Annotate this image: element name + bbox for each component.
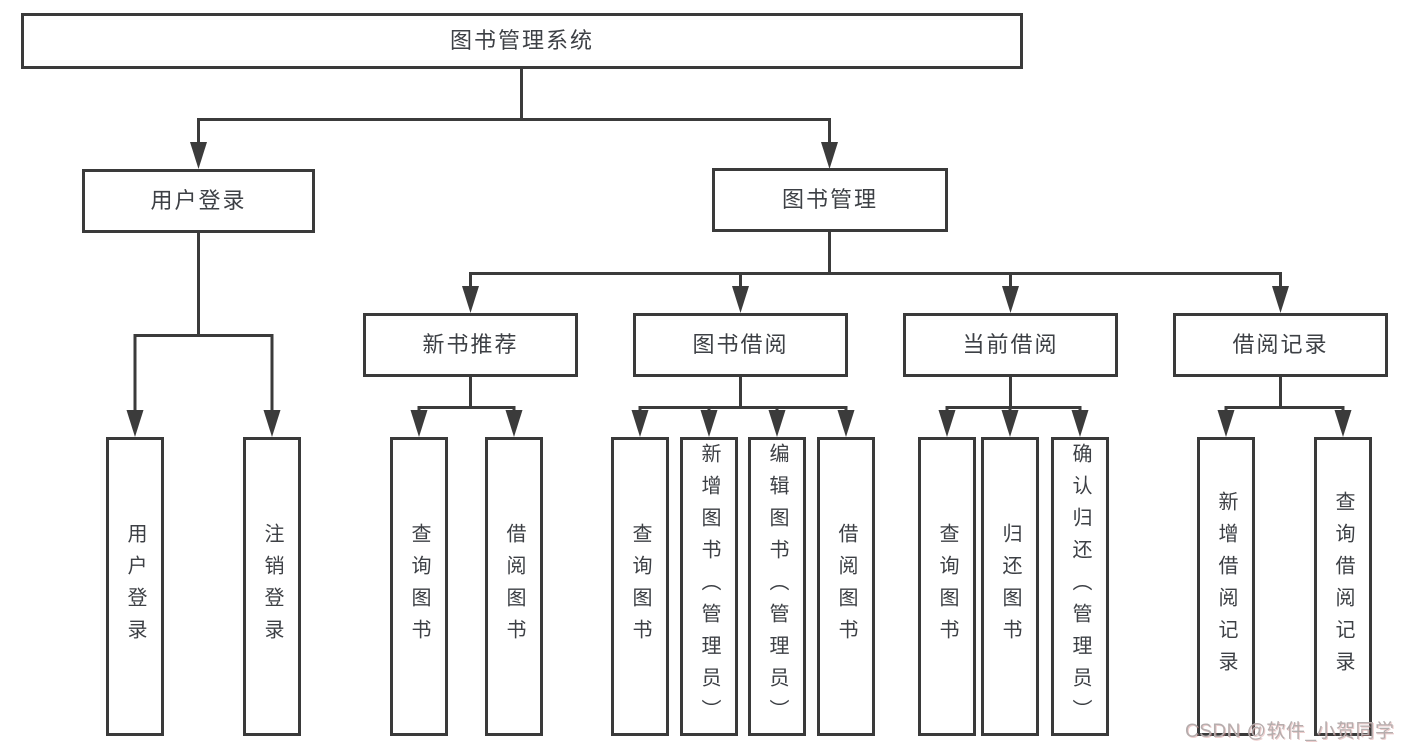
leaf-add-book-admin: 新增图书（管理员）	[680, 437, 738, 736]
node-borrowing-records: 借阅记录	[1173, 313, 1388, 377]
node-book-management: 图书管理	[712, 168, 948, 232]
leaf-user-login: 用户登录	[106, 437, 164, 736]
leaf-query-books-recommend: 查询图书	[390, 437, 448, 736]
leaf-borrow-books-recommend: 借阅图书	[485, 437, 543, 736]
leaf-return-book: 归还图书	[981, 437, 1039, 736]
leaf-add-borrow-record: 新增借阅记录	[1197, 437, 1255, 736]
node-current-borrowing: 当前借阅	[903, 313, 1118, 377]
watermark: CSDN @软件_小贺同学	[1185, 721, 1395, 742]
node-library-management-system: 图书管理系统	[21, 13, 1023, 69]
leaf-edit-book-admin: 编辑图书（管理员）	[748, 437, 806, 736]
leaf-confirm-return-admin: 确认归还（管理员）	[1051, 437, 1109, 736]
leaf-logout: 注销登录	[243, 437, 301, 736]
node-book-borrowing: 图书借阅	[633, 313, 848, 377]
leaf-borrow-books: 借阅图书	[817, 437, 875, 736]
leaf-query-borrow-record: 查询借阅记录	[1314, 437, 1372, 736]
node-user-login: 用户登录	[82, 169, 315, 233]
leaf-query-books-borrow: 查询图书	[611, 437, 669, 736]
leaf-query-books-current: 查询图书	[918, 437, 976, 736]
node-new-book-recommendation: 新书推荐	[363, 313, 578, 377]
